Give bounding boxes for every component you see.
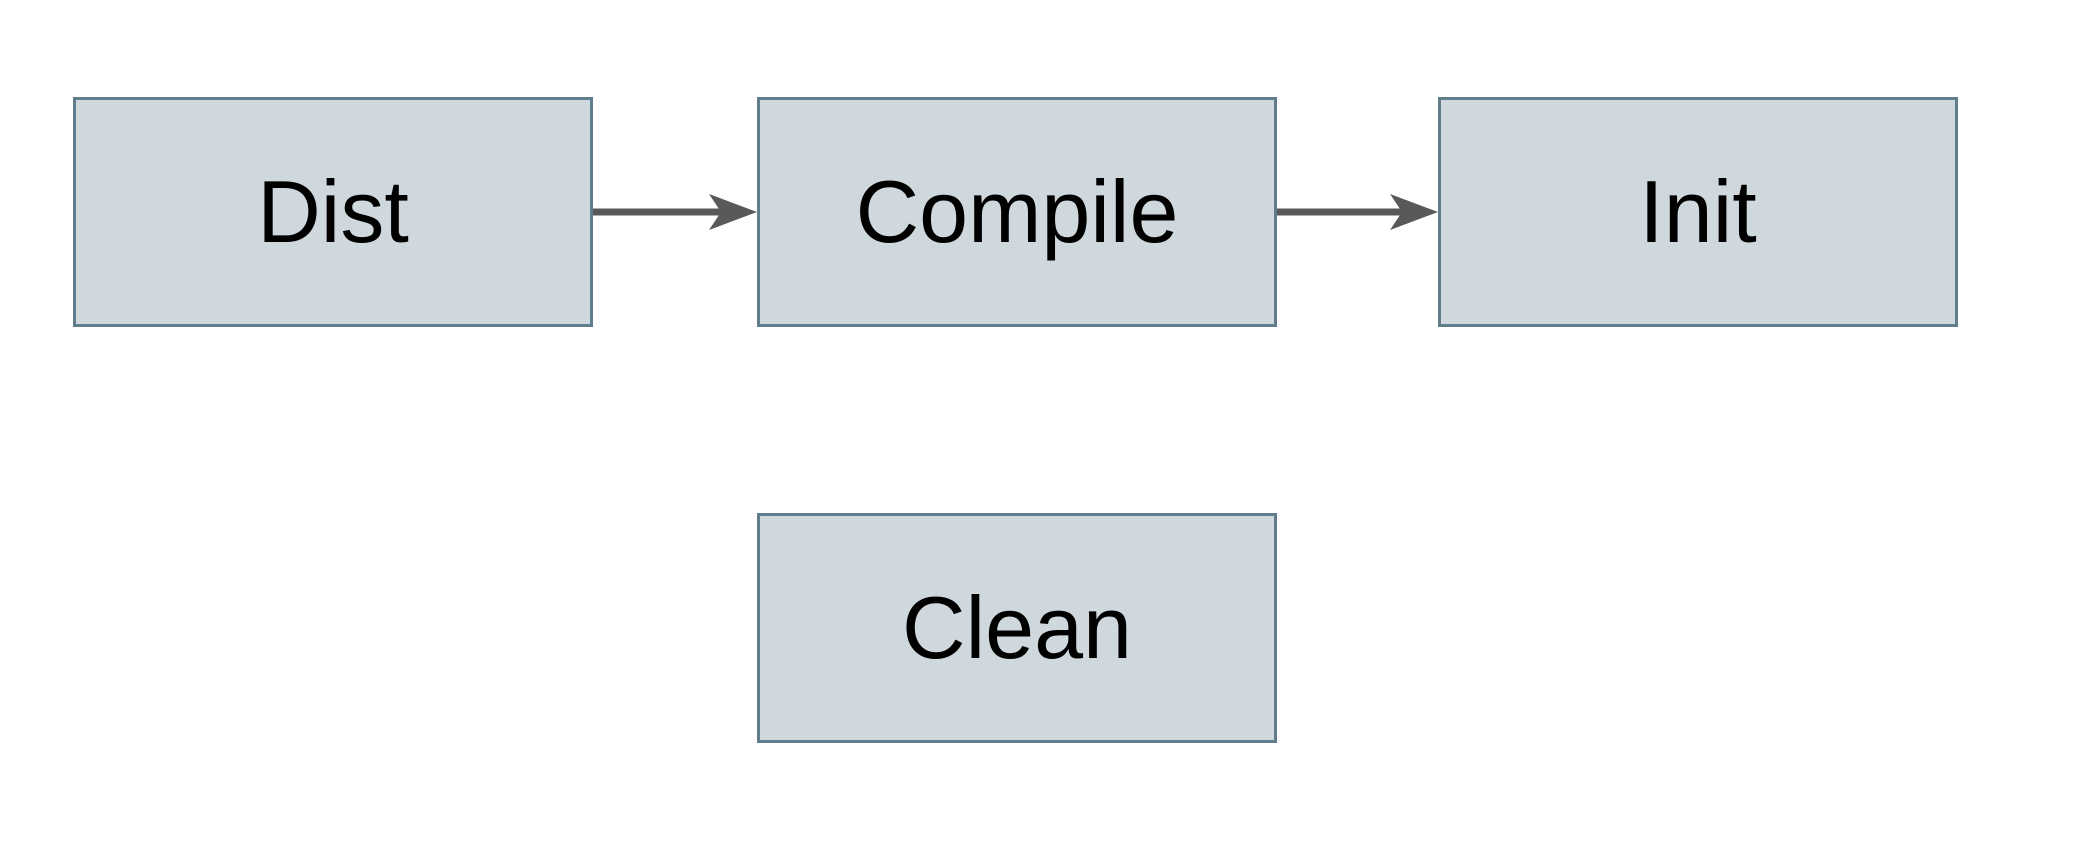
flowchart-node-dist: Dist <box>73 97 593 327</box>
node-label-compile: Compile <box>855 162 1179 261</box>
flowchart-node-compile: Compile <box>757 97 1277 327</box>
arrow-compile-to-init <box>1277 187 1438 237</box>
node-label-clean: Clean <box>902 578 1132 677</box>
node-label-init: Init <box>1639 162 1757 261</box>
flowchart-node-init: Init <box>1438 97 1958 327</box>
arrow-dist-to-compile <box>593 187 757 237</box>
node-label-dist: Dist <box>257 162 409 261</box>
flowchart-node-clean: Clean <box>757 513 1277 743</box>
arrow-head <box>1390 194 1438 230</box>
arrow-head <box>709 194 757 230</box>
